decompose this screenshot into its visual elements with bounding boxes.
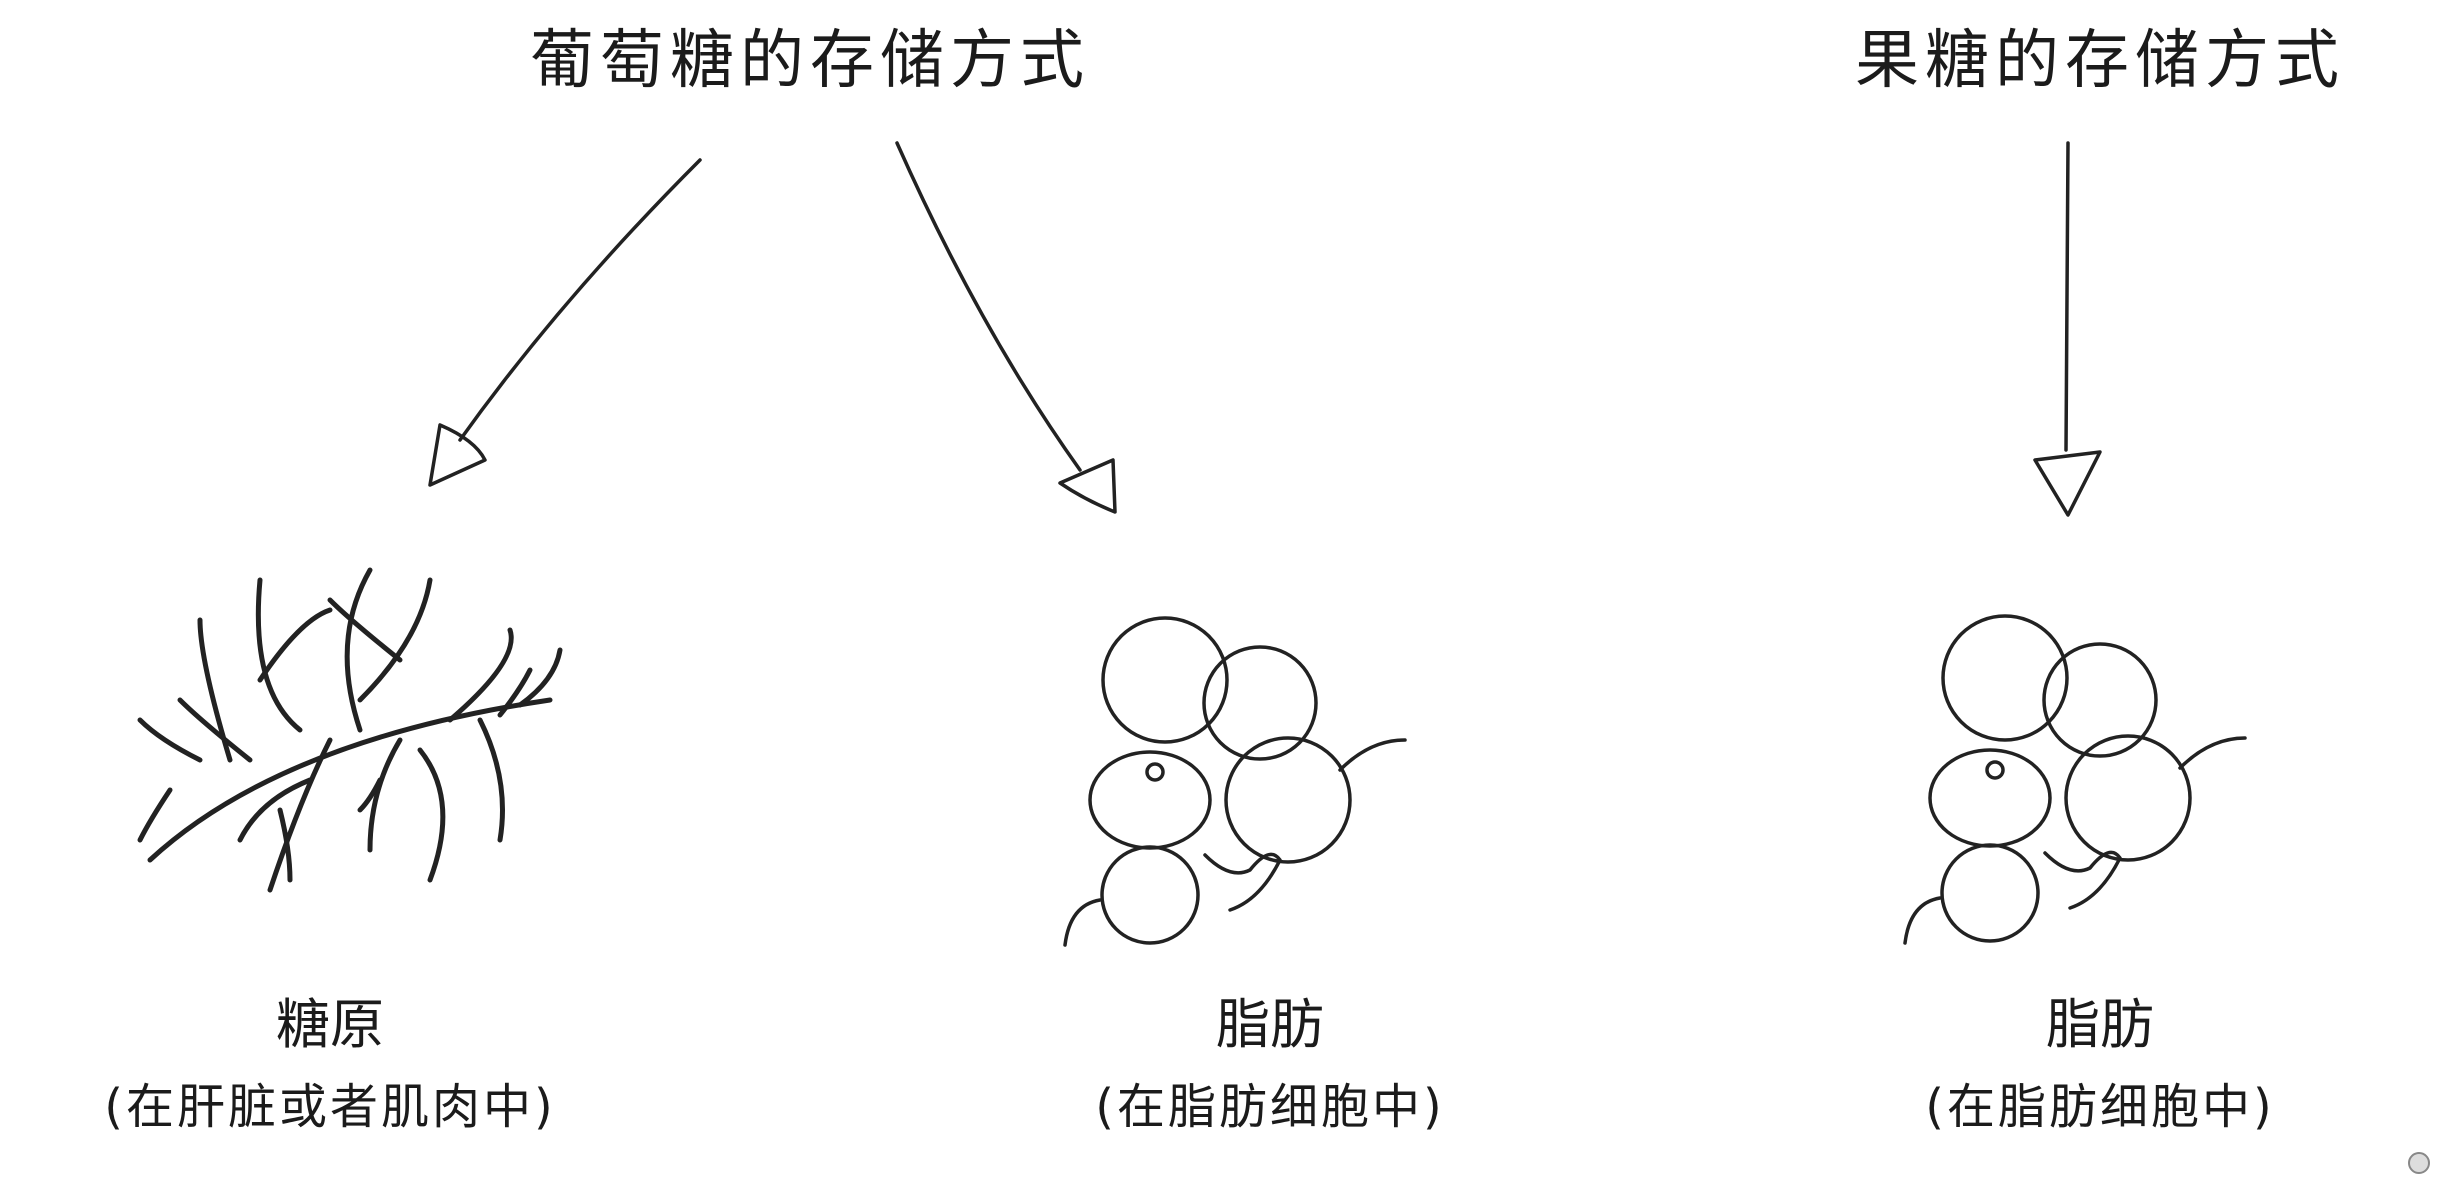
fat-cluster-glucose [1063,616,1407,947]
glycogen-illustration [137,567,563,893]
corner-circle-icon [2408,1152,2430,1174]
fat-cluster-fructose [1903,614,2247,945]
glycogen-label: 糖原 (在肝脏或者肌肉中) [60,990,600,1142]
arrow-glucose-to-glycogen [428,158,702,487]
arrow-fructose-to-fat [2033,141,2102,517]
fat-from-glucose-location: (在脂肪细胞中) [1095,1079,1445,1135]
fat-from-glucose-label: 脂肪 (在脂肪细胞中) [1040,990,1500,1142]
fructose-storage-title: 果糖的存储方式 [1855,24,2345,98]
fat-from-glucose-name: 脂肪 [1216,993,1324,1056]
fat-from-fructose-location: (在脂肪细胞中) [1925,1079,2275,1135]
glycogen-name: 糖原 [276,993,384,1056]
arrow-glucose-to-fat [895,141,1117,514]
fat-from-fructose-label: 脂肪 (在脂肪细胞中) [1870,990,2330,1142]
glucose-storage-title: 葡萄糖的存储方式 [530,24,1090,98]
glycogen-location: (在肝脏或者肌肉中) [104,1079,556,1135]
fat-from-fructose-name: 脂肪 [2046,993,2154,1056]
